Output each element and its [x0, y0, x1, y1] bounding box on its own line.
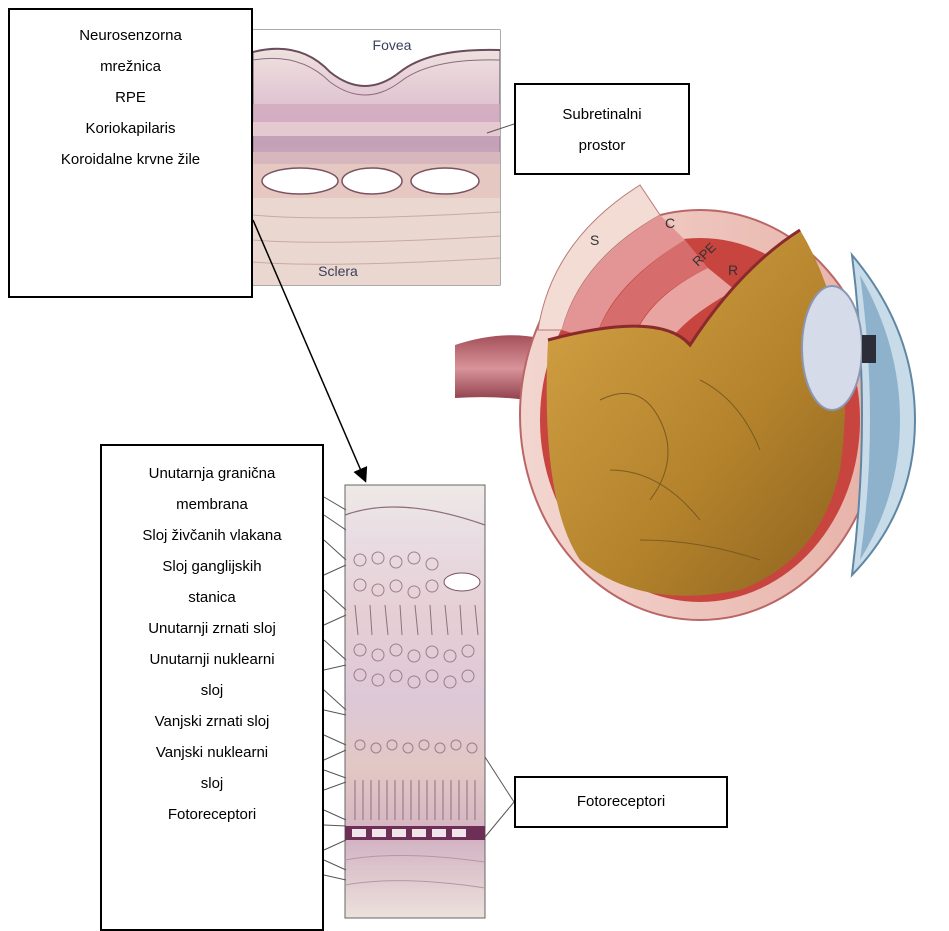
retina-layer-strip — [345, 485, 485, 918]
layer-label: Sloj ganglijskih — [102, 551, 322, 582]
layer-label: Vanjski zrnati sloj — [102, 706, 322, 737]
fovea-label: Fovea — [373, 37, 412, 53]
retina-layers-callout: Unutarnja granična membrana Sloj živčani… — [100, 444, 324, 931]
label-choroidal-vessels: Koroidalne krvne žile — [10, 144, 251, 175]
eye-illustration: S C RPE R — [455, 185, 915, 620]
label-subretinal-1: Subretinalni — [516, 99, 688, 130]
subretinal-space-callout: Subretinalni prostor — [514, 83, 690, 175]
layer-label: Fotoreceptori — [102, 799, 322, 830]
layer-label: sloj — [102, 675, 322, 706]
layer-label: membrana — [102, 489, 322, 520]
layer-label: Unutarnji zrnati sloj — [102, 613, 322, 644]
layer-label: stanica — [102, 582, 322, 613]
layer-label: Vanjski nuklearni — [102, 737, 322, 768]
layer-label: Unutarnja granična — [102, 458, 322, 489]
fovea-panel: Fovea Sclera — [253, 30, 500, 285]
label-neurosensory-2: mrežnica — [10, 51, 251, 82]
eye-label-s: S — [590, 232, 599, 248]
eye-label-c: C — [665, 215, 675, 231]
label-rpe: RPE — [10, 82, 251, 113]
sclera-label: Sclera — [318, 263, 358, 279]
eye-label-r: R — [728, 262, 738, 278]
layer-label: Sloj živčanih vlakana — [102, 520, 322, 551]
photoreceptors-callout: Fotoreceptori — [514, 776, 728, 828]
label-photoreceptors: Fotoreceptori — [516, 778, 726, 826]
layers-callout-top: Neurosenzorna mrežnica RPE Koriokapilari… — [8, 8, 253, 298]
label-neurosensory-1: Neurosenzorna — [10, 20, 251, 51]
layer-label: Unutarnji nuklearni — [102, 644, 322, 675]
label-subretinal-2: prostor — [516, 130, 688, 161]
layer-label: sloj — [102, 768, 322, 799]
label-choriocapillaris: Koriokapilaris — [10, 113, 251, 144]
